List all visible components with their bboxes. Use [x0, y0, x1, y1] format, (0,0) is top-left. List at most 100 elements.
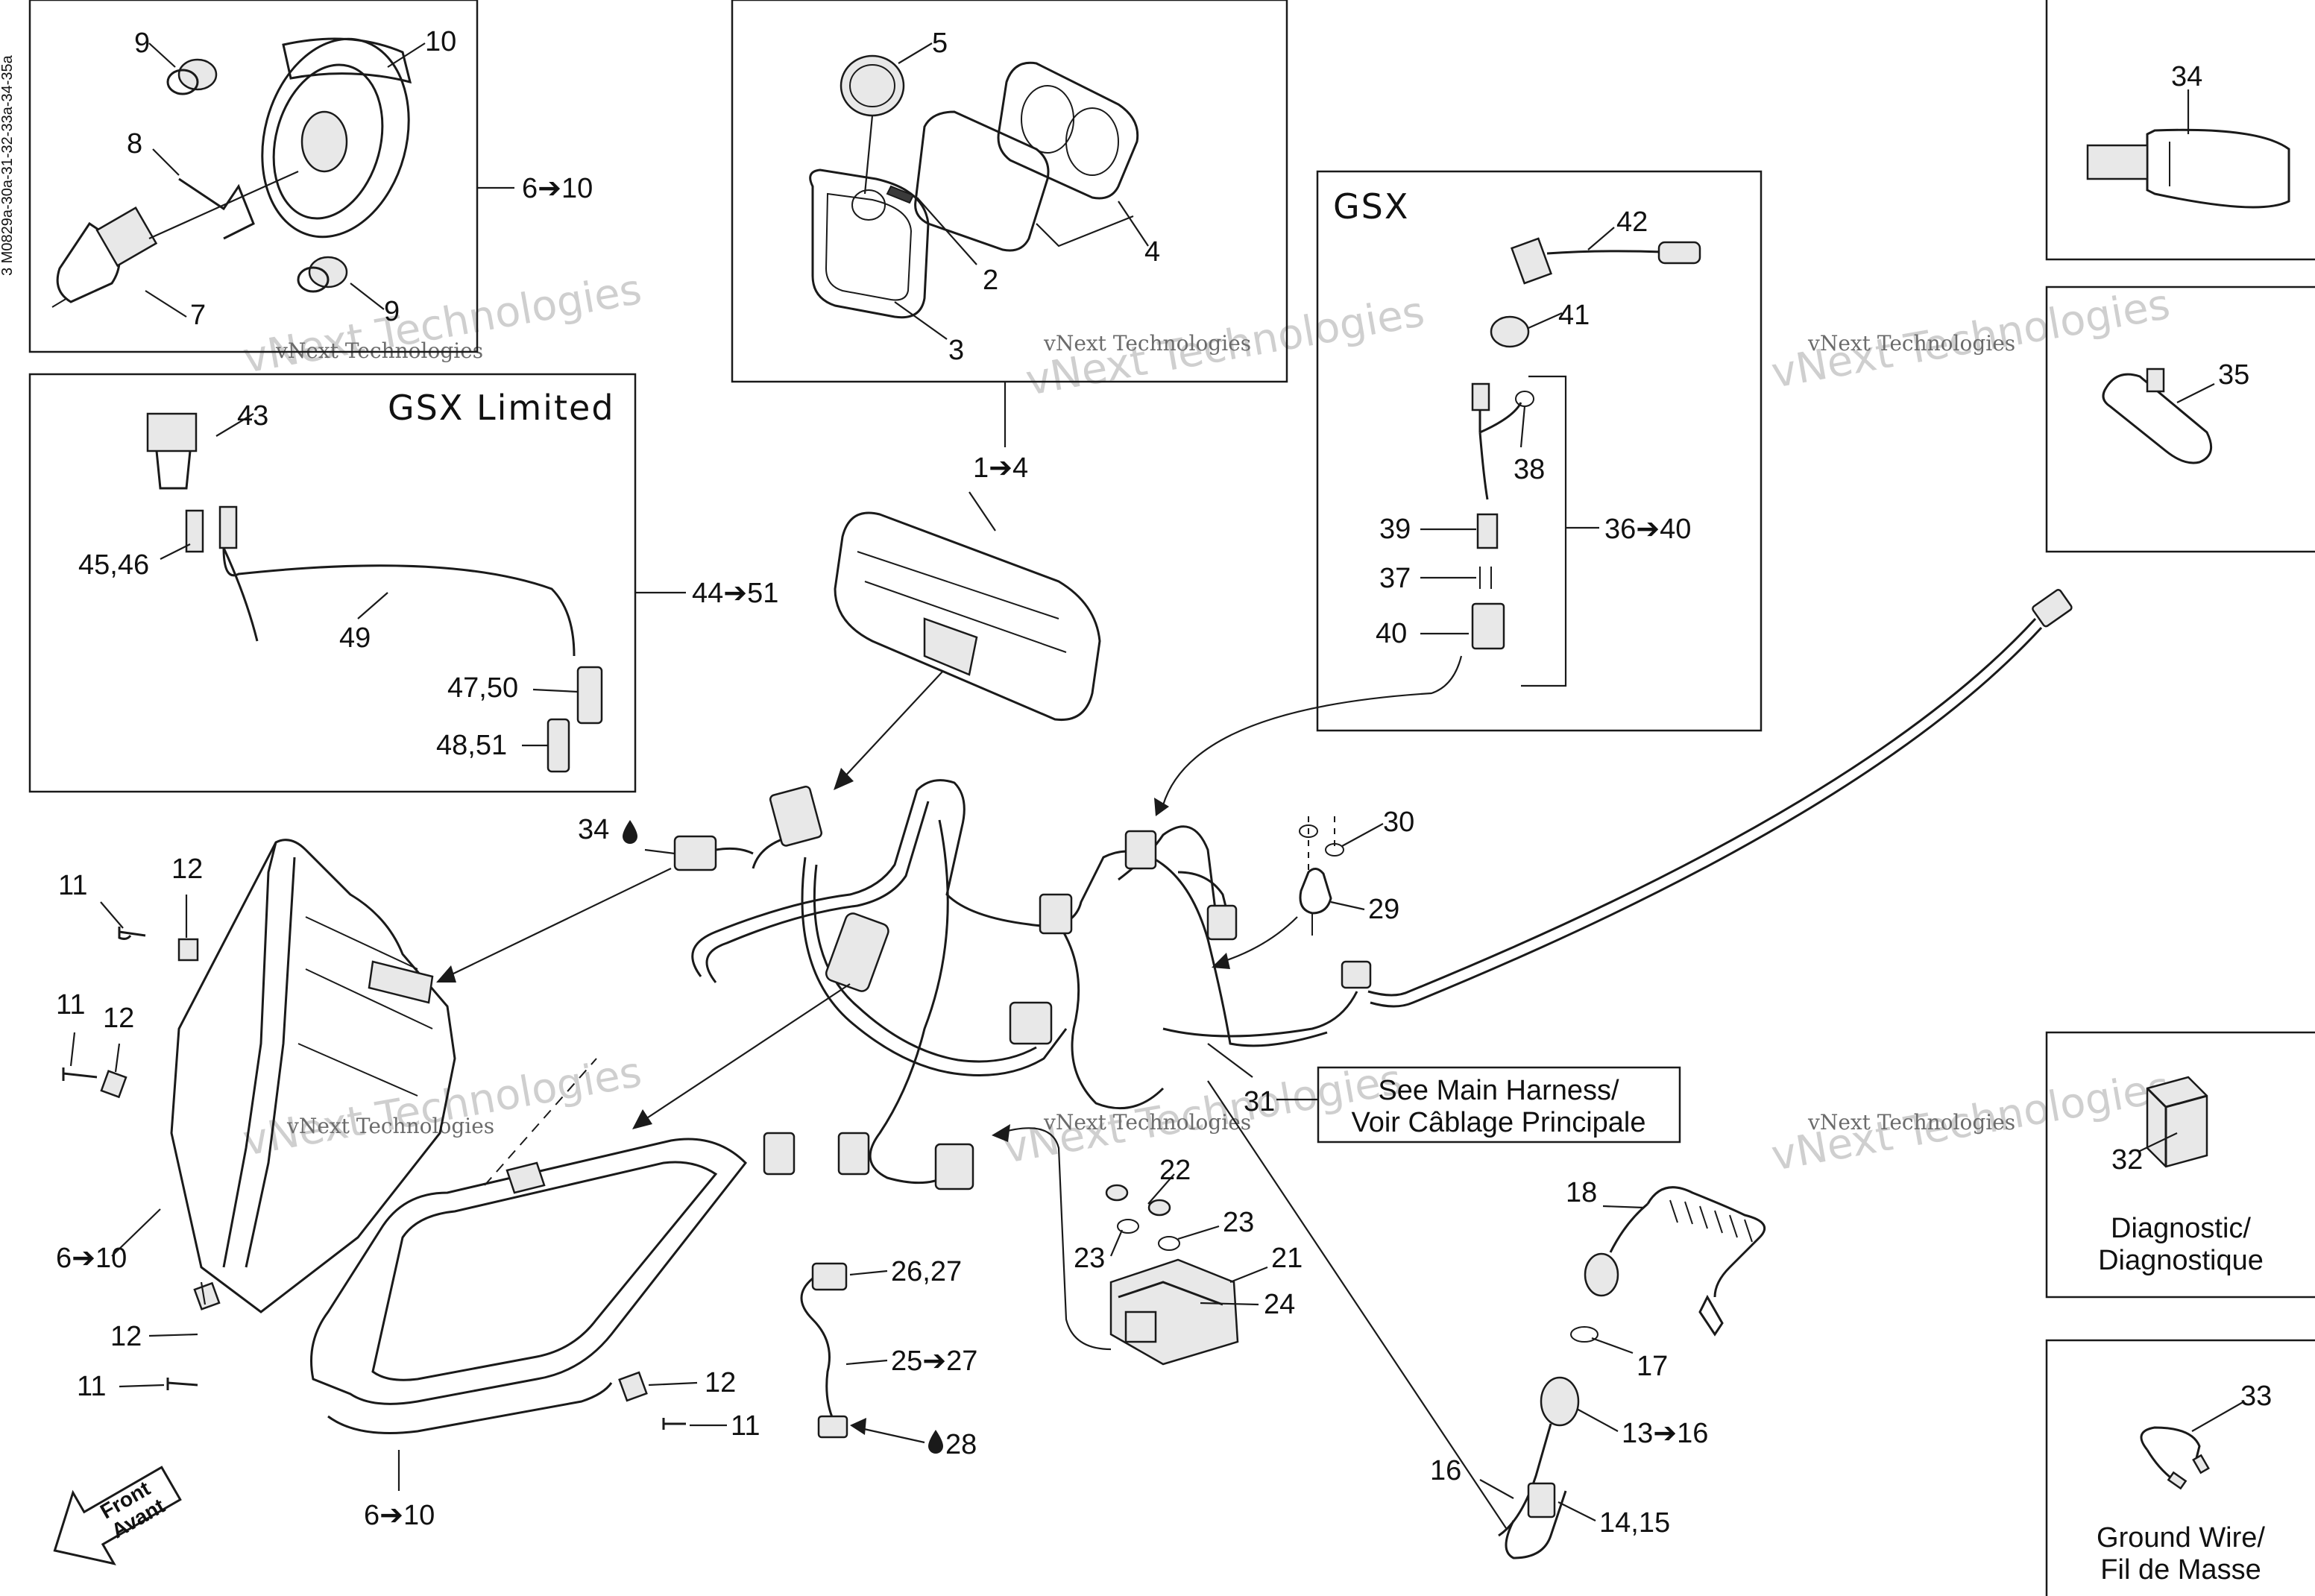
terminal-46	[218, 505, 238, 549]
harness-connector-main	[769, 786, 823, 847]
terminals-37	[1479, 567, 1492, 589]
callout-23: 23	[1223, 1207, 1254, 1238]
callout-4: 4	[1144, 236, 1160, 268]
callout-6-10: 6➔10	[364, 1500, 435, 1531]
harness-connector-low	[1009, 1001, 1053, 1045]
instrument-cluster-assembly	[834, 511, 1101, 790]
retaining-clip-part	[178, 177, 255, 240]
terminal-14-15	[1527, 1482, 1556, 1518]
callout-17: 17	[1637, 1351, 1668, 1382]
arrowhead-28	[850, 1418, 866, 1435]
cable-tie-head	[2146, 368, 2165, 393]
callout-34-drop: 34	[578, 814, 609, 845]
leader-34-connector	[644, 848, 675, 855]
callout-6-10: 6➔10	[522, 173, 593, 204]
cluster-connector-housing	[923, 617, 978, 676]
ring-terminal-38	[1515, 391, 1534, 407]
callout-14-15: 14,15	[1599, 1507, 1670, 1539]
leader-38	[1519, 406, 1526, 448]
socket-43-part	[146, 412, 198, 452]
callout-11: 11	[56, 989, 85, 1021]
connector-48-51	[547, 718, 570, 773]
watermark-small: vNext Technologies	[1043, 1110, 1251, 1135]
leader-1-4-down	[968, 491, 996, 532]
callout-32: 32	[2111, 1144, 2143, 1176]
tether-group	[1207, 1080, 1766, 1559]
rubber-cap-ring	[166, 69, 199, 95]
cluster-assembly-part	[834, 511, 1101, 722]
main-harness	[436, 589, 2073, 1190]
leader-32	[2138, 1132, 2178, 1152]
callout-37: 37	[1379, 563, 1411, 594]
leader-31	[1207, 1043, 1253, 1078]
leader-14-15	[1557, 1501, 1596, 1521]
cluster-detail-box	[731, 0, 1288, 383]
leader-9b	[350, 283, 385, 310]
tie-box	[2045, 286, 2315, 553]
left-headlamp-socket	[368, 960, 434, 1004]
leader-10	[387, 42, 426, 68]
callout-23: 23	[1074, 1243, 1105, 1274]
harness-trunk-outer	[705, 801, 930, 983]
leader-9a	[148, 42, 176, 68]
sensor-42-cable	[1546, 250, 1663, 255]
grommet-41-part	[1490, 315, 1530, 348]
leader-22	[1147, 1173, 1175, 1205]
callout-33: 33	[2240, 1381, 2272, 1412]
gsx-box	[1316, 170, 1763, 732]
diagnostic-box	[2045, 1031, 2315, 1299]
leader-4	[1118, 201, 1149, 247]
leader-11c	[119, 1384, 165, 1388]
ground-caption-1: Ground Wire/	[2097, 1522, 2265, 1554]
nut-12c	[193, 1281, 221, 1310]
ground-terminal-b	[2192, 1454, 2210, 1474]
screw-part	[886, 185, 915, 204]
leader-49	[357, 592, 388, 619]
diagnostic-cable-plug	[2032, 589, 2073, 628]
harness-connector-mid	[1039, 893, 1073, 935]
bulb-detail-box	[28, 0, 479, 353]
washer-23a	[1117, 1219, 1139, 1234]
nut-12a	[177, 938, 199, 962]
leader-11b	[69, 1032, 76, 1067]
tether-coil	[1669, 1199, 1753, 1243]
sensor-42-plug	[1657, 241, 1701, 265]
arrow-34-to-headlamp	[447, 868, 672, 977]
callout-43: 43	[237, 400, 268, 432]
callout-24: 24	[1264, 1289, 1295, 1320]
relay-wire	[998, 1127, 1112, 1351]
harness-connector-headlamp	[825, 912, 889, 992]
callout-45-46: 45,46	[78, 549, 149, 581]
front-arrow-shape	[53, 1466, 182, 1565]
callout-34: 34	[2171, 61, 2202, 92]
cluster-body-part	[997, 61, 1139, 200]
ground-wire-group	[2140, 1401, 2245, 1490]
callout-30: 30	[1383, 807, 1414, 838]
callout-2: 2	[983, 265, 998, 296]
tether-cap	[1584, 1252, 1619, 1297]
callout-26-27: 26,27	[891, 1256, 962, 1287]
bezel-inner	[825, 192, 913, 301]
callout-47-50: 47,50	[447, 672, 518, 704]
arrow-cluster-to-harness	[842, 670, 944, 780]
right-headlamp-lens	[371, 1161, 718, 1381]
callout-18: 18	[1566, 1177, 1597, 1208]
callout-48-51: 48,51	[436, 730, 507, 761]
right-headlamp-tab	[505, 1161, 546, 1194]
callout-5: 5	[932, 28, 948, 59]
wire-49-branch	[222, 547, 259, 642]
leader-24	[1200, 1302, 1259, 1306]
front-arrow: Front Avant	[53, 1466, 182, 1565]
route-arrowhead	[1154, 798, 1169, 816]
leader-5-down	[863, 115, 874, 195]
leader-16	[1479, 1479, 1514, 1499]
leader-7	[145, 290, 187, 318]
headlamp-bulb-group	[51, 37, 426, 318]
diagnostic-cable-outer	[1370, 626, 2043, 1008]
lubricant-drop-icon	[623, 820, 637, 844]
tether-route	[1207, 1080, 1507, 1529]
leader-3	[894, 301, 948, 340]
callout-7: 7	[190, 300, 206, 331]
arrowhead-29	[1212, 953, 1230, 969]
bezel-gauge-hole	[851, 189, 886, 221]
